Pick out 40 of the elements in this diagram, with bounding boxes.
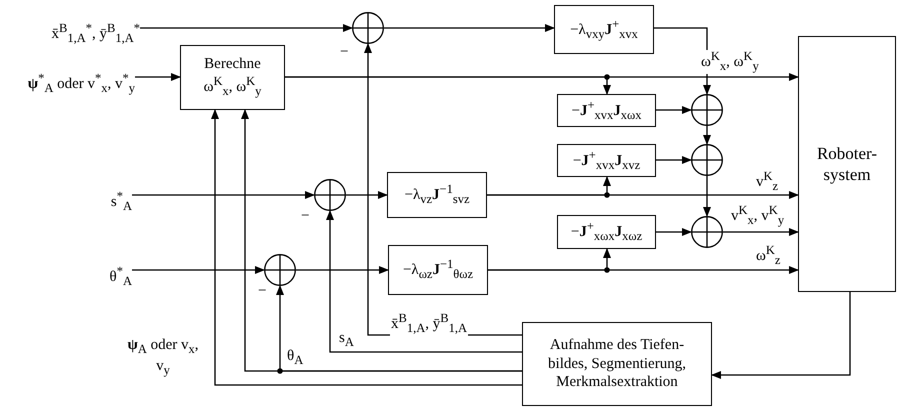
arrow [711,292,851,379]
system-block [798,36,896,292]
transfer-block [557,94,656,127]
block-label: −J$^{+}$$_{xωx}$J$_{xωz}$ [570,219,642,245]
arrow [326,210,522,353]
arrow [135,73,181,81]
arrow [140,24,353,32]
block-label: Roboter-system [816,142,878,186]
arrow [384,24,555,32]
transfer-block [557,144,656,177]
arrow [656,106,692,114]
process-block [522,322,712,406]
arrow [656,228,692,236]
transfer-block [180,45,285,110]
arrow [132,191,315,199]
arrow [487,176,611,196]
arrow [285,76,611,95]
transfer-block [387,172,487,218]
summing-junction [691,144,723,176]
edge-label: ψ$_{A}$ oder v$_{x}$, v$_{y}$ [126,336,200,378]
arrow [703,126,711,145]
arrow [296,266,389,274]
transfer-block [554,5,654,54]
block-label: Aufnahme des Tiefen-bildes, Segmentierung, Merkmalsextraktion [547,336,687,392]
summing-junction [314,179,346,211]
arrow [703,176,711,217]
arrow [488,248,611,271]
block-label: Berechne [204,55,261,74]
block-label: −J$^{+}$$_{xvx}$J$_{xωx}$ [571,98,642,124]
transfer-block [557,215,656,249]
arrow [723,228,799,236]
summing-junction [264,254,296,286]
summing-junction [352,12,384,44]
arrow [132,266,265,274]
arrow [346,191,388,199]
block-label: −J$^{+}$$_{xvx}$J$_{xvz}$ [572,148,640,174]
summing-junction [691,94,723,126]
summing-junction [691,216,723,248]
arrow [656,156,692,164]
transfer-block [388,245,488,295]
